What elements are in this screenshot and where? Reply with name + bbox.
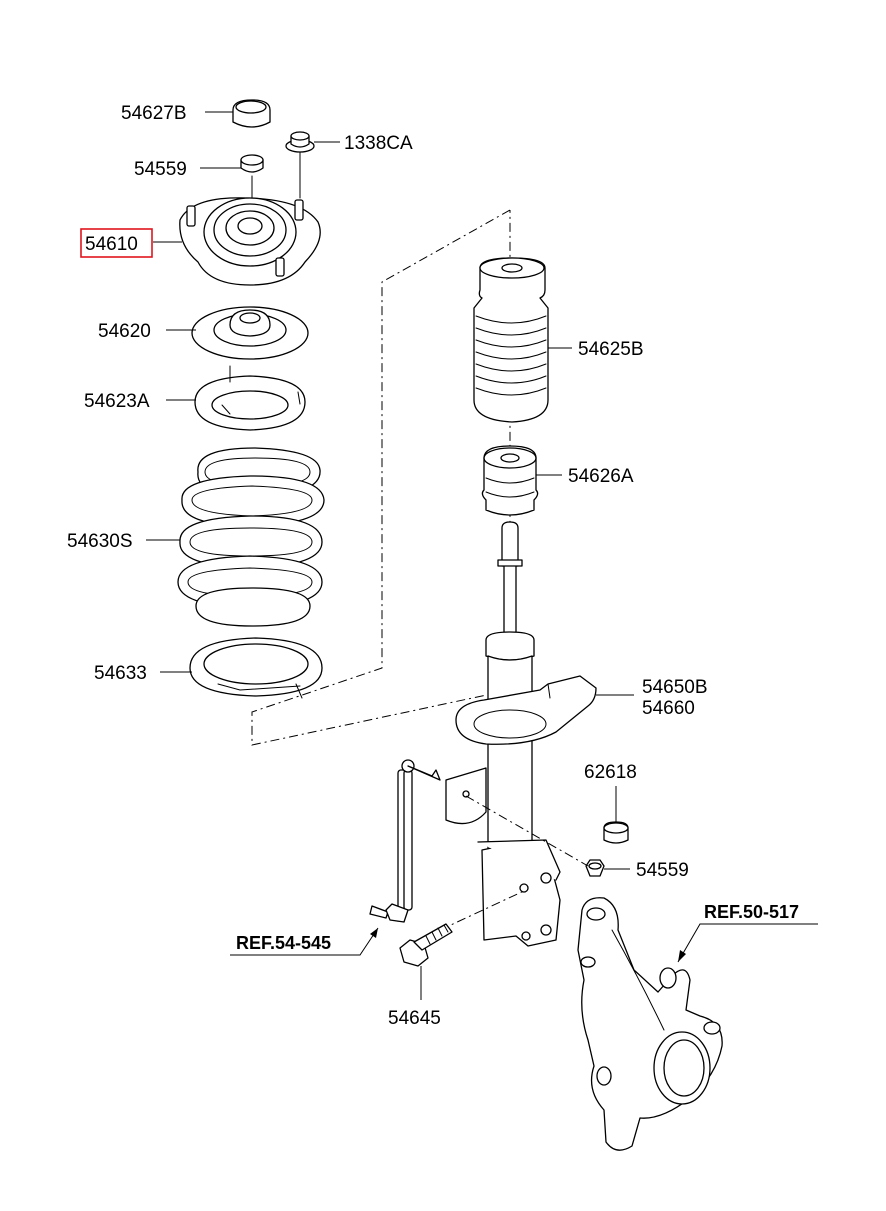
label-54559-top[interactable]: 54559 — [134, 159, 187, 180]
label-54626A[interactable]: 54626A — [568, 466, 634, 487]
ref-54-545[interactable]: REF.54-545 — [236, 933, 331, 953]
label-54623A[interactable]: 54623A — [84, 391, 150, 412]
part-54559-nut-top[interactable] — [240, 154, 264, 201]
part-54650B-strut-assembly[interactable] — [445, 521, 597, 947]
label-62618[interactable]: 62618 — [584, 762, 637, 783]
label-54625B[interactable]: 54625B — [578, 339, 644, 360]
label-54645[interactable]: 54645 — [388, 1008, 441, 1029]
label-54620[interactable]: 54620 — [98, 321, 151, 342]
label-54650B[interactable]: 54650B — [642, 677, 708, 698]
part-54633-lower-spring-pad[interactable] — [189, 637, 323, 699]
part-54620-strut-bearing[interactable] — [191, 306, 309, 360]
part-54645-bolt[interactable] — [399, 923, 453, 967]
part-steering-knuckle[interactable] — [577, 897, 723, 1151]
part-54627B-dust-cap[interactable] — [232, 99, 271, 128]
part-54630S-coil-spring[interactable] — [177, 447, 325, 627]
label-54627B[interactable]: 54627B — [121, 103, 187, 124]
part-54625B-dust-boot[interactable] — [473, 257, 549, 423]
part-54623A-upper-spring-seat[interactable] — [194, 365, 306, 431]
label-54559-lower[interactable]: 54559 — [636, 860, 689, 881]
highlight-box-54610 — [80, 228, 153, 258]
part-54559-nut-lower[interactable] — [585, 859, 605, 877]
leader-lines — [146, 111, 818, 1000]
part-stabilizer-link[interactable] — [369, 759, 441, 923]
ref-50-517[interactable]: REF.50-517 — [704, 902, 799, 922]
label-1338CA[interactable]: 1338CA — [344, 133, 413, 154]
label-54630S[interactable]: 54630S — [67, 531, 133, 552]
label-54633[interactable]: 54633 — [94, 663, 147, 684]
part-54610-strut-mount[interactable] — [179, 197, 321, 286]
assembly-outline — [251, 209, 511, 746]
label-54610[interactable]: 54610 — [85, 234, 138, 255]
part-62618-bushing[interactable] — [603, 821, 629, 844]
part-1338CA-flange-nut[interactable] — [285, 131, 315, 199]
label-54660[interactable]: 54660 — [642, 698, 695, 719]
part-54626A-bump-stop[interactable] — [481, 445, 539, 516]
